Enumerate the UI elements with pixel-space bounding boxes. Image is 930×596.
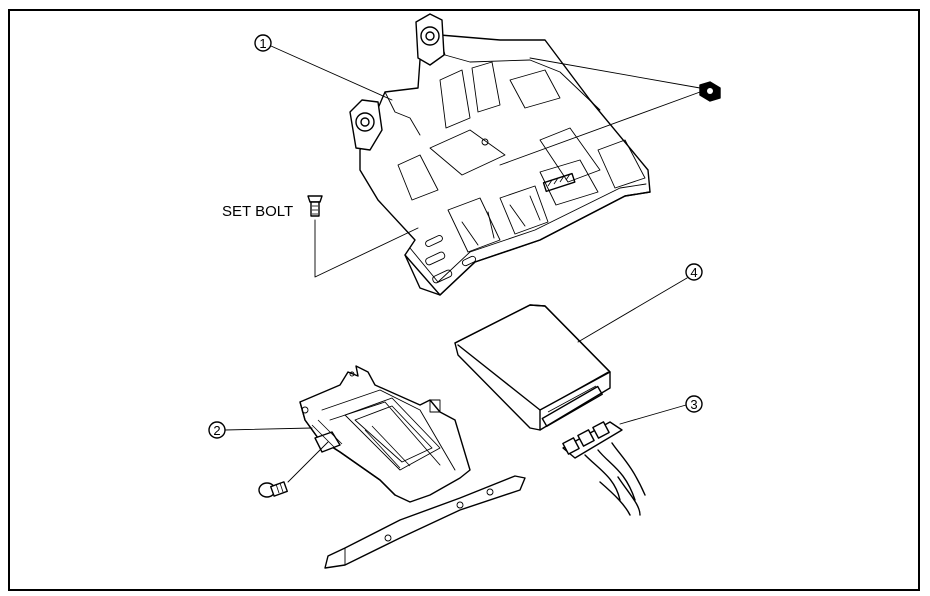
screw-icon: [258, 481, 288, 498]
callout-4-number: 4: [690, 265, 697, 280]
diagram-frame: [8, 9, 920, 591]
callout-1-number: 1: [259, 36, 266, 51]
set-bolt-icon: [307, 195, 323, 217]
part-1-bracket: [349, 13, 651, 296]
callout-1: 1: [254, 34, 393, 101]
screw-leader: [287, 441, 329, 483]
part-4-control-unit: [454, 304, 611, 431]
callout-4: 4: [577, 263, 703, 343]
nut-icon: [699, 81, 721, 102]
callout-2: 2: [208, 421, 313, 439]
callout-2-number: 2: [213, 423, 220, 438]
callout-3-number: 3: [690, 397, 697, 412]
callout-3: 3: [619, 395, 703, 425]
nut-leader-lines: [499, 57, 701, 166]
bottom-strip-bracket: [324, 475, 526, 569]
part-3-connector-harness: [562, 421, 646, 516]
part-2-lower-bracket: [299, 365, 471, 503]
set-bolt-label: SET BOLT: [222, 203, 293, 220]
set-bolt-leader: [314, 219, 419, 278]
